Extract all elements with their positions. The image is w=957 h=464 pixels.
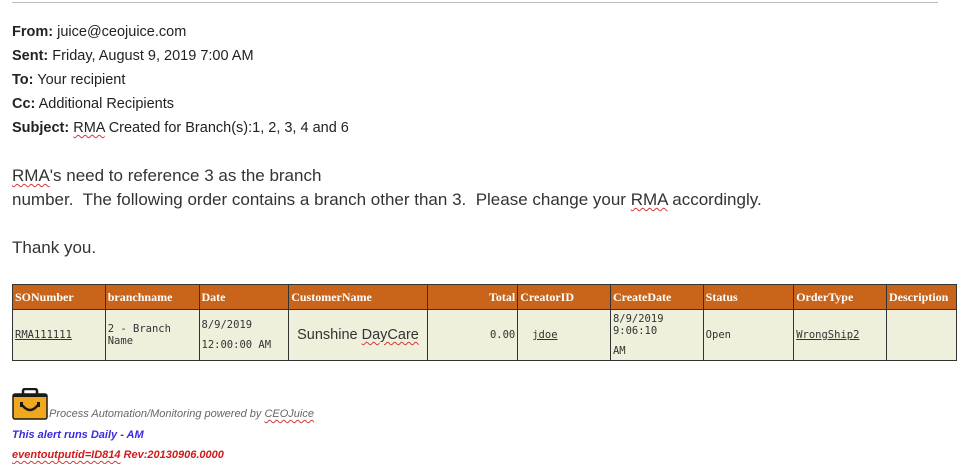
from-label: From:	[12, 24, 54, 40]
cell-date: 8/9/2019 12:00:00 AM	[198, 309, 290, 361]
table-header-row: SONumber branchname Date CustomerName To…	[12, 284, 957, 310]
message-rma-2: RMA	[630, 190, 668, 209]
cell-ordertype: WrongShip2	[793, 309, 887, 361]
top-divider	[12, 2, 938, 3]
ordertype-link[interactable]: WrongShip2	[796, 329, 860, 341]
createdate-line-2: AM	[612, 345, 626, 357]
cell-description	[885, 309, 957, 361]
event-output-id: eventoutputid=ID814 Rev:20130906.0000	[12, 449, 224, 461]
subject-rest: Created for Branch(s):1, 2, 3, 4 and 6	[108, 120, 349, 136]
col-total: Total	[426, 284, 519, 310]
customer-first: Sunshine	[297, 327, 358, 343]
date-line-2: 12:00:00 AM	[201, 339, 272, 351]
to-label: To:	[12, 72, 34, 88]
col-date: Date	[198, 284, 290, 310]
event-output-link[interactable]: eventoutputid=ID814	[12, 449, 121, 461]
ceojuice-link[interactable]: CEOJuice	[264, 408, 314, 420]
to-line: To: Your recipient	[12, 72, 125, 88]
cc-label: Cc:	[12, 96, 36, 112]
revision-text: Rev:20130906.0000	[120, 449, 224, 461]
customer-second: DayCare	[361, 327, 419, 343]
rma-table: SONumber branchname Date CustomerName To…	[12, 284, 957, 361]
col-sonumber: SONumber	[12, 284, 106, 310]
from-address[interactable]: juice@ceojuice.com	[57, 24, 187, 40]
thank-you: Thank you.	[12, 238, 97, 257]
col-status: Status	[702, 284, 795, 310]
message-line-2-start: number. The following order contains a b…	[12, 190, 631, 209]
message-rma-1: RMA	[12, 166, 50, 185]
col-createdate: CreateDate	[609, 284, 704, 310]
cc-line: Cc: Additional Recipients	[12, 96, 174, 112]
subject-rma: RMA	[73, 120, 105, 136]
briefcase-smile-icon	[12, 387, 48, 420]
from-value: juice@ceojuice.com	[57, 24, 186, 40]
cell-creatorid: jdoe	[517, 309, 611, 361]
col-customername: CustomerName	[288, 284, 428, 310]
message-line-2-end: accordingly.	[667, 190, 762, 209]
col-ordertype: OrderType	[793, 284, 887, 310]
cell-branchname: 2 - Branch Name	[104, 309, 200, 361]
message-line-2: number. The following order contains a b…	[12, 190, 762, 210]
alert-schedule: This alert runs Daily - AM	[12, 429, 144, 441]
cell-status: Open	[702, 309, 795, 361]
cell-total: 0.00	[426, 309, 519, 361]
col-creatorid: CreatorID	[517, 284, 611, 310]
sonumber-link[interactable]: RMA111111	[15, 329, 72, 341]
createdate-line-1: 8/9/2019 9:06:10	[612, 313, 664, 337]
table-row: RMA111111 2 - Branch Name 8/9/2019 12:00:…	[12, 309, 957, 361]
cc-value: Additional Recipients	[38, 96, 175, 112]
col-branchname: branchname	[104, 284, 200, 310]
message-line-1: RMA's need to reference 3 as the branch	[12, 166, 321, 186]
to-value: Your recipient	[37, 72, 126, 88]
from-line: From: juice@ceojuice.com	[12, 24, 186, 40]
col-description: Description	[885, 284, 957, 310]
powered-by-text: Process Automation/Monitoring powered by…	[49, 408, 314, 420]
sent-line: Sent: Friday, August 9, 2019 7:00 AM	[12, 48, 254, 64]
subject-line: Subject: RMA Created for Branch(s):1, 2,…	[12, 120, 349, 136]
date-line-1: 8/9/2019	[201, 319, 253, 331]
creatorid-link[interactable]: jdoe	[532, 329, 558, 341]
message-line-1-rest: 's need to reference 3 as the branch	[49, 166, 322, 185]
sent-value: Friday, August 9, 2019 7:00 AM	[52, 48, 254, 64]
powered-by-label: Process Automation/Monitoring powered by	[49, 408, 265, 420]
subject-label: Subject:	[12, 120, 70, 136]
cell-customername: Sunshine DayCare	[288, 309, 428, 361]
sent-label: Sent:	[12, 48, 49, 64]
cell-sonumber: RMA111111	[12, 309, 106, 361]
